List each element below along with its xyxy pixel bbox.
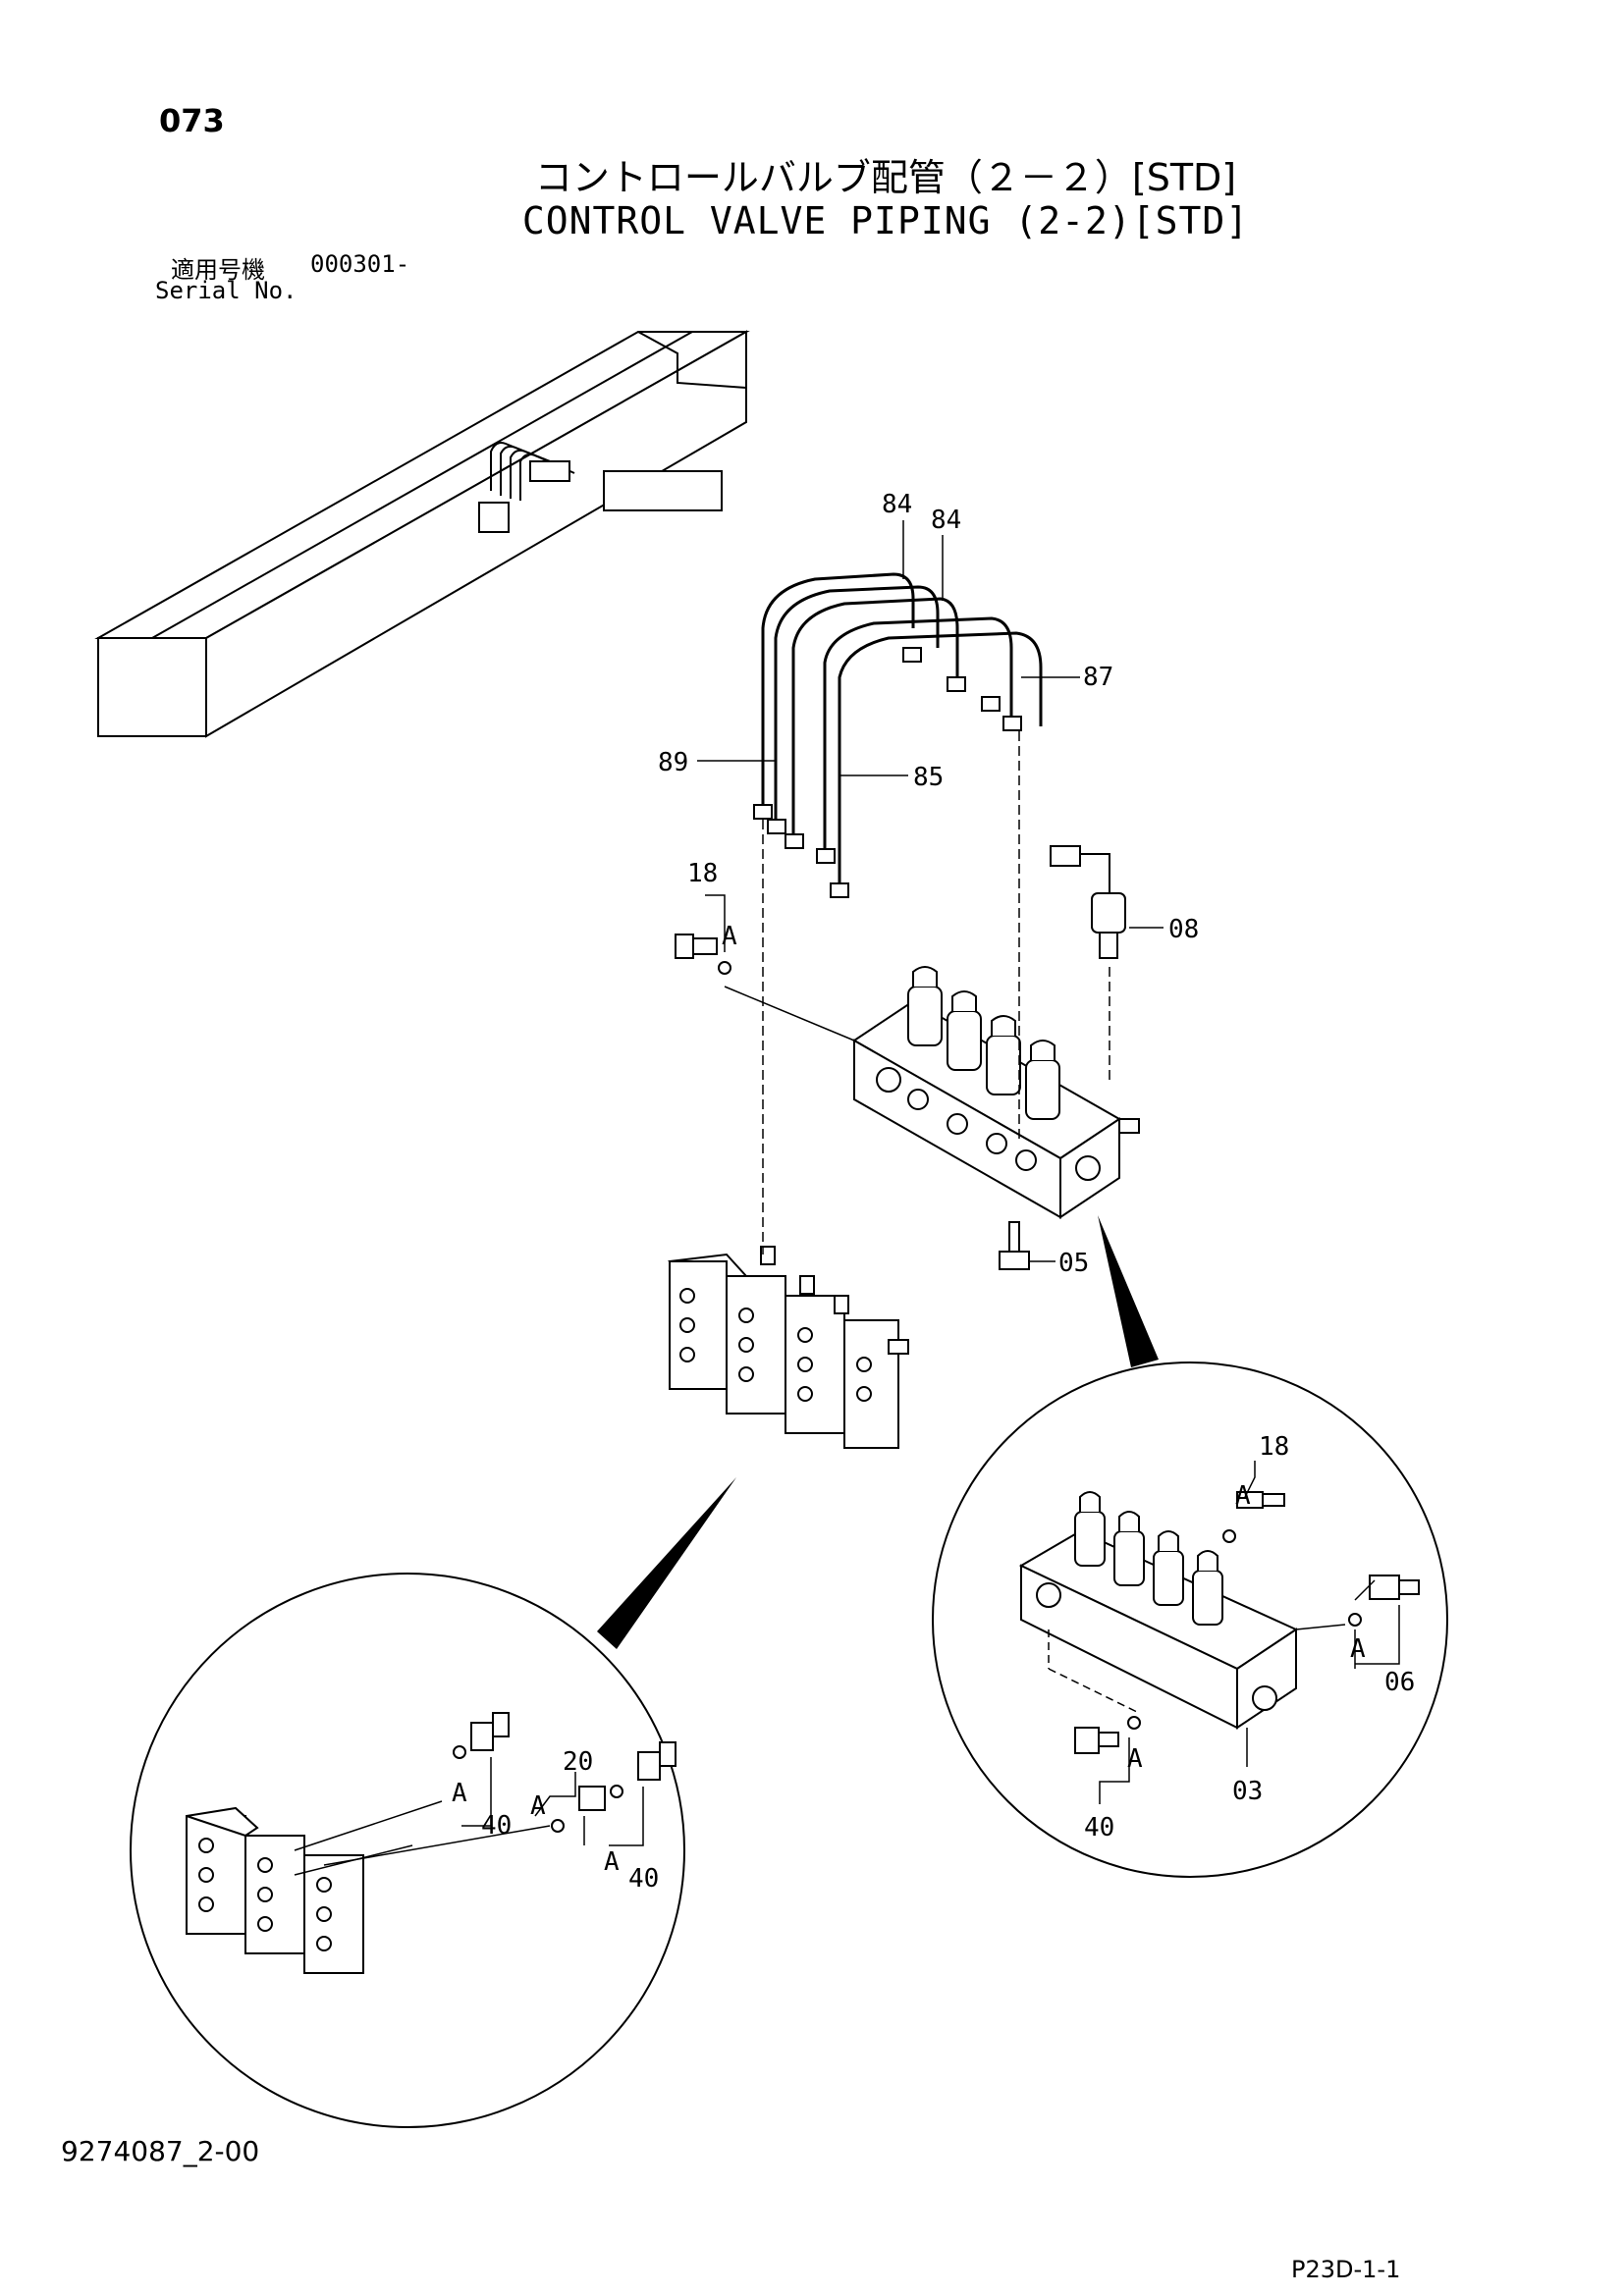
callout-87: 87 [1083,663,1113,692]
detail2-callout-A-right: A [604,1847,620,1877]
callout-08: 08 [1168,915,1199,944]
valve-ports [907,1089,1037,1171]
callout-18: 18 [687,859,718,888]
machine-frame [94,330,750,738]
serial-value: 000301- [310,250,410,278]
detail2-callout-A-mid: A [530,1791,546,1821]
solenoid-coils [907,966,1060,1120]
callout-labels: 84 84 87 89 85 18 A 08 05 18 A A 06 A 03… [452,490,1415,1894]
detail1-callout-A-top: A [1235,1481,1251,1511]
page-number: 073 [159,102,225,139]
title-english: CONTROL VALVE PIPING (2-2)[STD] [521,199,1250,242]
pressure-switch [1050,845,1126,959]
detail2-callout-40-right: 40 [628,1864,659,1894]
callout-89: 89 [658,748,688,777]
serial-label-japanese: 適用号機 [171,256,265,284]
detail2-callout-A-left: A [452,1779,467,1808]
detail1-callout-06: 06 [1384,1668,1415,1697]
title-japanese: コントロールバルブ配管（２－２）[STD] [534,156,1237,199]
detail2-callout-20: 20 [563,1747,593,1777]
detail-circle-2 [130,1573,685,2128]
detail1-callout-A-bottom: A [1127,1744,1143,1774]
detail1-callout-A-right: A [1350,1634,1366,1664]
callout-84b: 84 [931,506,961,535]
detail-circle-1 [932,1362,1448,1878]
bolt-05 [999,1221,1030,1270]
detail-pointer-right [1098,1215,1159,1367]
control-valve-stack [668,1246,909,1449]
page-reference: P23D-1-1 [1291,2256,1401,2283]
detail2-callout-40-left: 40 [481,1811,512,1841]
serial-label-english: Serial No. [155,277,298,304]
callout-05: 05 [1058,1249,1089,1278]
detail1-callout-18: 18 [1259,1432,1289,1462]
pipe-nuts [753,647,1022,898]
pipe-bundle [761,572,1043,888]
leader-lines [697,520,1164,1262]
frame-valve-assembly [478,442,575,533]
callout-84a: 84 [882,490,912,519]
detail1-callout-03: 03 [1232,1777,1263,1806]
callout-A: A [722,922,737,951]
solenoid-valve-block [852,966,1140,1219]
fitting-18 [675,934,731,975]
detail-pointer-left [597,1477,736,1649]
detail1-callout-40: 40 [1084,1813,1114,1842]
callout-85: 85 [913,763,944,792]
document-id: 9274087_2-00 [61,2135,260,2167]
